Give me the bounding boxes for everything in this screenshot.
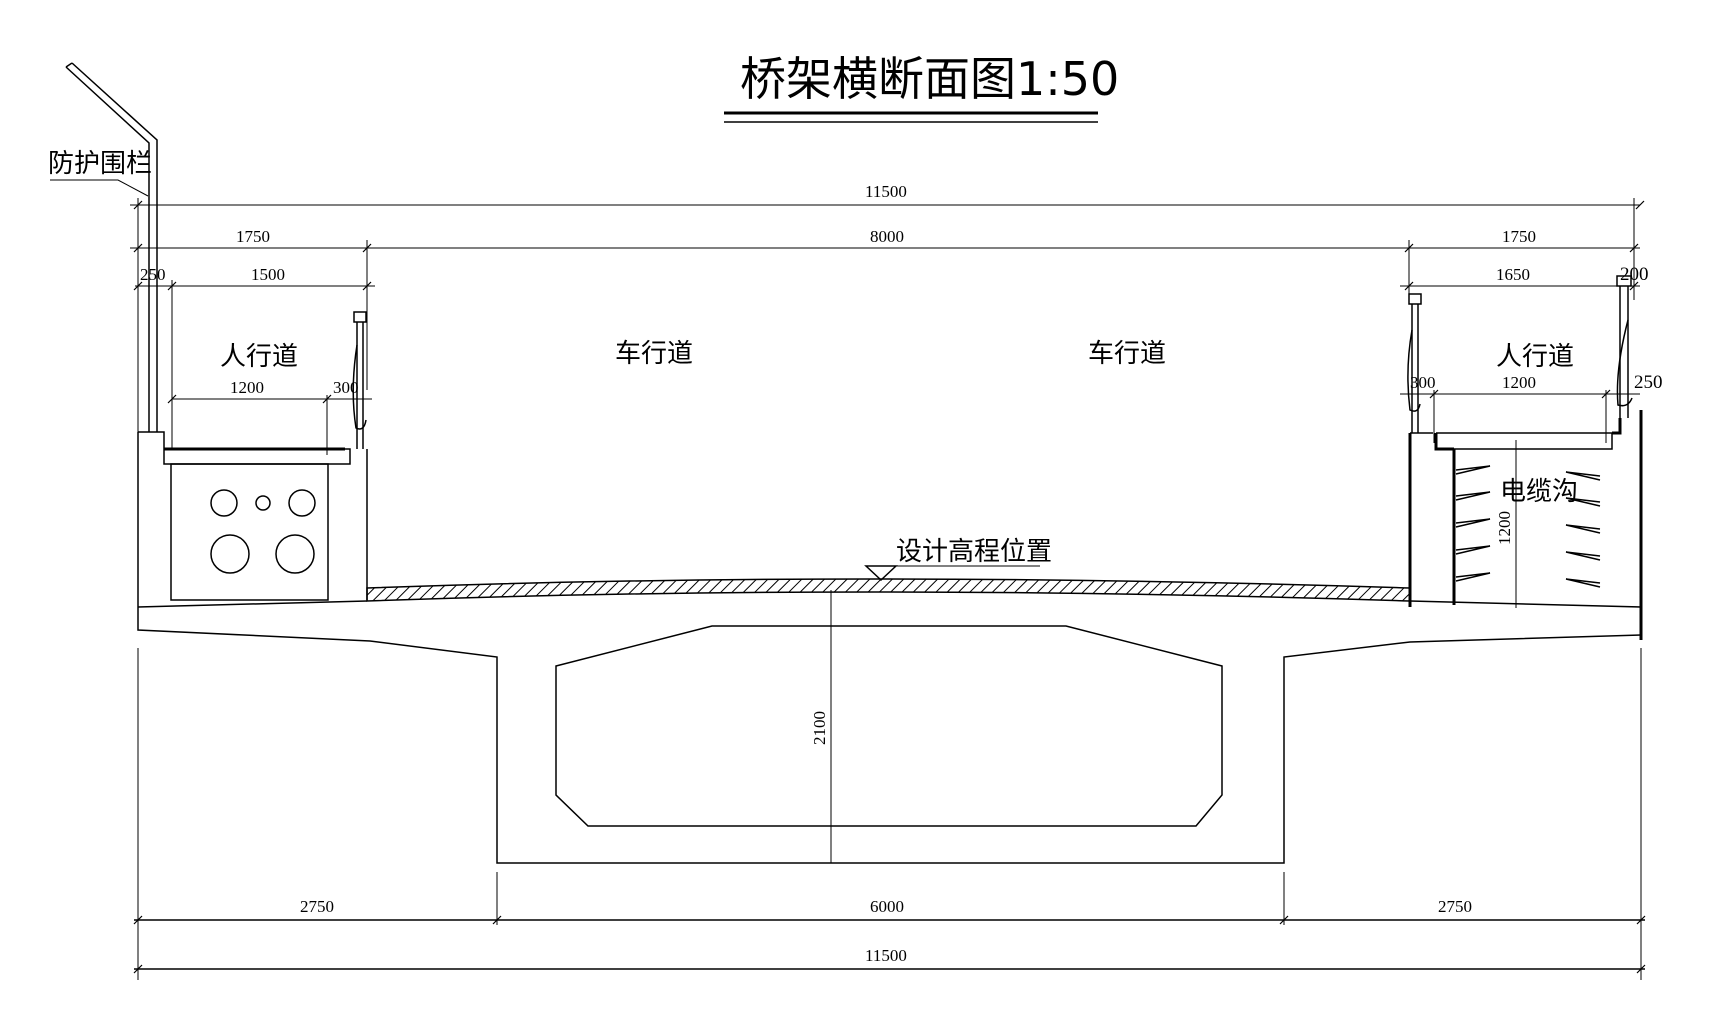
left-duct-box	[170, 463, 329, 601]
left-sidewalk-structure: 1200 300	[137, 311, 372, 607]
railing-cap-icon	[1616, 275, 1632, 287]
dim-top-total: 11500	[865, 182, 907, 201]
elevation-triangle-icon	[864, 565, 898, 582]
dim-right-trench-width: 1200	[1502, 373, 1536, 392]
railing-hook-icon	[352, 344, 367, 430]
box-girder: 2100	[137, 590, 1642, 864]
guardrail-post-outer	[65, 66, 150, 432]
right-sidewalk-structure: 300 1200 250 电缆沟 1200	[1400, 275, 1663, 640]
railing-hook-icon	[1407, 329, 1421, 412]
dim-ticks	[133, 200, 1645, 291]
guardrail-post-inner	[71, 62, 158, 432]
dim-right-walk-clear: 1650	[1496, 265, 1530, 284]
dim-right-sidewalk-total: 1750	[1502, 227, 1536, 246]
dim-bottom-left-cantilever: 2750	[300, 897, 334, 916]
roadway-left-label: 车行道	[615, 339, 693, 369]
roadway-right-label: 车行道	[1088, 339, 1166, 369]
dim-trench-depth: 1200	[1495, 511, 1514, 545]
left-cover-slab	[138, 431, 351, 465]
guardrail-label: 防护围栏	[48, 149, 152, 179]
dim-left-sidewalk-total: 1750	[236, 227, 270, 246]
duct-circle	[210, 489, 238, 517]
duct-circle-small	[255, 495, 271, 511]
dim-left-curb-width: 300	[333, 378, 359, 397]
dim-roadway-width: 8000	[870, 227, 904, 246]
dim-right-curb-width: 300	[1410, 373, 1436, 392]
cable-trench-label: 电缆沟	[1500, 477, 1578, 507]
dim-bottom-right-cantilever: 2750	[1438, 897, 1472, 916]
guardrail: 防护围栏	[48, 62, 158, 432]
roadway-pavement	[366, 578, 1411, 602]
sidewalk-left-label: 人行道	[220, 342, 298, 372]
dim-right-railing-width: 250	[1634, 372, 1663, 393]
guardrail-leader	[50, 179, 149, 197]
railing-cap-icon	[353, 311, 367, 323]
dim-bottom-total: 11500	[865, 946, 907, 965]
duct-circle-large	[275, 534, 315, 574]
dim-left-railing-width: 250	[140, 265, 166, 284]
drawing-title: 桥架横断面图1:50	[724, 52, 1119, 123]
duct-circle	[288, 489, 316, 517]
design-elevation-label: 设计高程位置	[896, 537, 1052, 567]
duct-circle-large	[210, 534, 250, 574]
cable-brackets	[1455, 465, 1601, 588]
railing-hook-icon	[1616, 319, 1633, 407]
top-dimensions: 11500 1750 8000 1750 250 1500 1650 200	[130, 182, 1649, 450]
title-text: 桥架横断面图1:50	[740, 52, 1119, 106]
girder-void	[555, 625, 1223, 827]
design-elevation-marker: 设计高程位置	[864, 537, 1052, 582]
dim-left-walk-clear: 1500	[251, 265, 285, 284]
railing-cap-icon	[1408, 293, 1422, 305]
sidewalk-right-label: 人行道	[1496, 342, 1574, 372]
bottom-dimensions: 2750 6000 2750 11500	[133, 648, 1646, 980]
dim-left-duct-width: 1200	[230, 378, 264, 397]
pavement-hatch	[366, 578, 1411, 602]
girder-outline	[137, 607, 1642, 864]
dim-bottom-box-width: 6000	[870, 897, 904, 916]
dim-girder-height: 2100	[810, 711, 829, 745]
